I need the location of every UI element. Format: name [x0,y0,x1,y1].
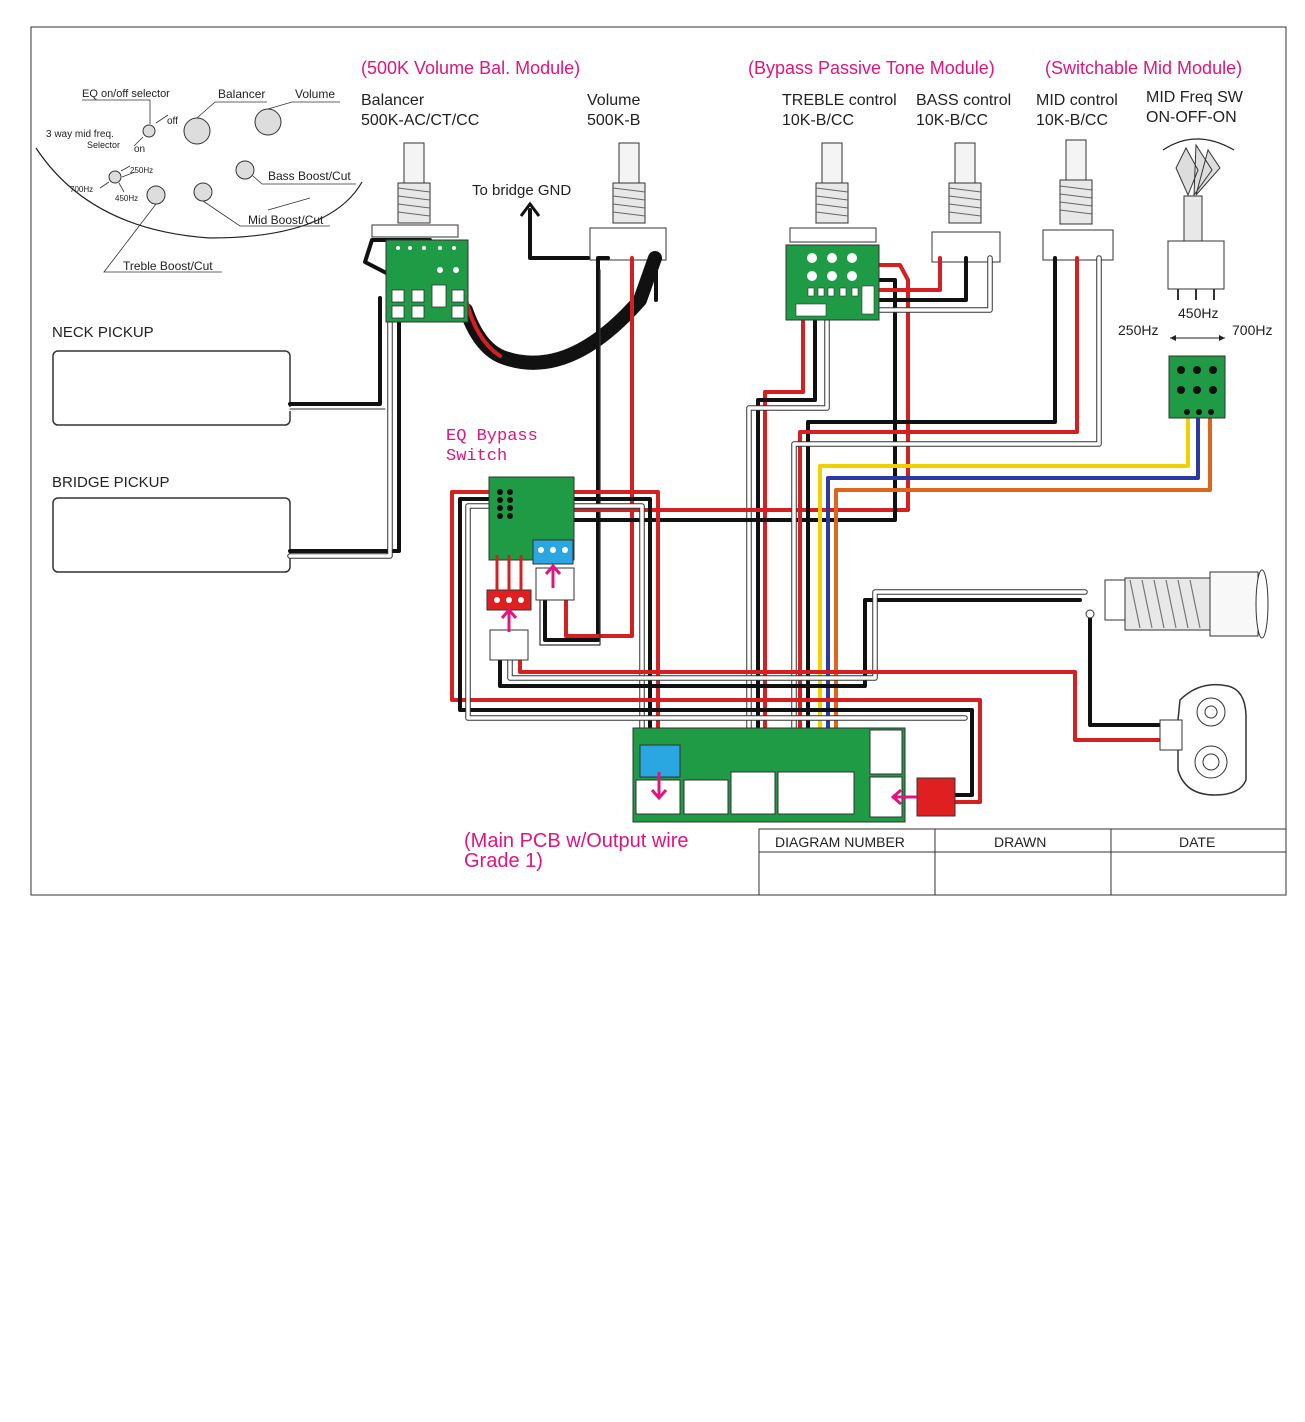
bass-spec: 10K-B/CC [916,112,988,129]
balancer-spec: 500K-AC/CT/CC [361,112,479,129]
treble-spec: 10K-B/CC [782,112,854,129]
eq-bypass-switch [486,476,575,661]
volume-pot [589,142,667,261]
balancer-knob [183,117,211,145]
volume-bal-pcb [385,239,469,323]
mid-freq-toggle-switch [1162,138,1235,300]
bridge-gnd-wire [528,208,590,260]
output-jack [1085,569,1269,639]
main-pcb-label-2: Grade 1) [464,850,543,872]
bass-name: BASS control [916,92,1011,109]
potentiometers [371,138,1235,300]
bass-layout-label: Bass Boost/Cut [268,169,351,183]
passive-tone-module-title: (Bypass Passive Tone Module) [748,58,995,78]
on-label: on [134,144,145,155]
main-pcb-label-1: (Main PCB w/Output wire [464,830,689,852]
mid-name: MID control [1036,92,1118,109]
mid-selector-label-1: 3 way mid freq. [46,129,114,140]
wiring [287,238,1212,804]
drawn-header: DRAWN [994,834,1046,850]
passive-tone-pcb [785,244,880,321]
body-outline-arc [35,147,363,239]
off-label: off [167,116,178,127]
eq-selector-label: EQ on/off selector [82,88,170,100]
bridge-pickup-label: BRIDGE PICKUP [52,474,170,491]
treble-pot [789,142,877,243]
sw-700-label: 700Hz [1232,322,1272,338]
bridge-gnd-arrow [519,201,541,217]
switchable-mid-module-title: (Switchable Mid Module) [1045,58,1242,78]
date-header: DATE [1179,834,1215,850]
neck-pickup [52,350,291,426]
neck-pickup-label: NECK PICKUP [52,324,154,341]
midsw-spec: ON-OFF-ON [1146,109,1237,126]
bass-knob [235,160,255,180]
f250-label: 250Hz [130,166,153,175]
battery-clip [1159,683,1247,796]
bass-pot [931,142,1001,263]
title-block: DIAGRAM NUMBER DRAWN DATE [758,828,1287,896]
mid-layout-label: Mid Boost/Cut [248,213,324,227]
mid-pot [1042,139,1114,261]
balancer-layout-label: Balancer [218,87,265,101]
bridge-gnd-label: To bridge GND [472,182,571,199]
eq-bypass-label-2: Switch [446,447,507,466]
f450-label: 450Hz [115,194,138,203]
volume-layout-label: Volume [295,87,335,101]
volume-name: Volume [587,92,640,109]
treble-layout-label: Treble Boost/Cut [123,259,213,273]
balancer-pot [371,142,459,238]
midsw-name: MID Freq SW [1146,89,1244,106]
sw-250-label: 250Hz [1118,322,1158,338]
eq-selector-knob [142,124,156,138]
mid-spec: 10K-B/CC [1036,112,1108,129]
control-layout: EQ on/off selector off on Balancer Volum… [35,87,363,273]
volume-spec: 500K-B [587,112,640,129]
f700-label: 700Hz [70,185,93,194]
sw-450-label: 450Hz [1178,305,1218,321]
mid-knob [193,182,213,202]
main-pcb [632,727,956,823]
balancer-name: Balancer [361,92,425,109]
mid-switch-pcb [1168,355,1226,419]
eq-bypass-label-1: EQ Bypass [446,427,538,446]
mid-selector-knob [108,170,122,184]
treble-knob [146,185,166,205]
bridge-pickup [52,497,291,573]
volume-knob [254,108,282,136]
diagram-number-header: DIAGRAM NUMBER [775,834,905,850]
volume-bal-module-title: (500K Volume Bal. Module) [361,58,580,78]
treble-name: TREBLE control [782,92,897,109]
diagram-frame [30,26,1287,896]
mid-selector-label-2: Selector [87,140,120,150]
